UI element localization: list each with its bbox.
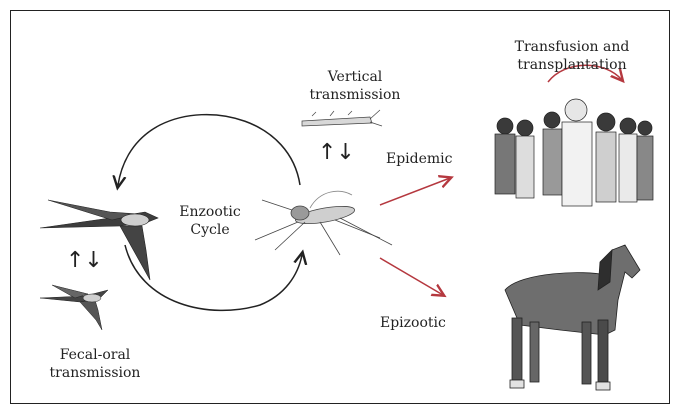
enzootic-line1: Enzootic <box>165 203 255 221</box>
transfusion-line1: Transfusion and <box>508 38 636 56</box>
larva-illustration <box>302 110 382 126</box>
enzootic-line2: Cycle <box>165 221 255 239</box>
vertical-transmission-label: Vertical transmission <box>300 68 410 104</box>
mosquito-illustration <box>255 191 392 255</box>
horse-illustration <box>505 245 640 390</box>
vertical-transmission-line2: transmission <box>300 86 410 104</box>
epizootic-arrow <box>380 258 443 295</box>
fecal-oral-label: Fecal-oral transmission <box>36 346 154 382</box>
transfusion-label: Transfusion and transplantation <box>508 38 636 74</box>
fecal-oral-line1: Fecal-oral <box>36 346 154 364</box>
fecal-oral-line2: transmission <box>36 364 154 382</box>
transfusion-line2: transplantation <box>508 56 636 74</box>
people-group-illustration <box>495 99 653 206</box>
updown-arrows-icon-birds: ↑↓ <box>66 250 103 272</box>
cycle-arrow-bottom <box>125 245 302 310</box>
cycle-arrow-top <box>118 115 300 185</box>
updown-arrows-icon: ↑↓ <box>318 142 355 164</box>
epidemic-arrow <box>380 178 450 205</box>
enzootic-cycle-label: Enzootic Cycle <box>165 203 255 239</box>
epizootic-label: Epizootic <box>380 314 446 332</box>
vertical-transmission-line1: Vertical <box>300 68 410 86</box>
epidemic-label: Epidemic <box>386 150 453 168</box>
swallow-small-illustration <box>40 285 108 330</box>
